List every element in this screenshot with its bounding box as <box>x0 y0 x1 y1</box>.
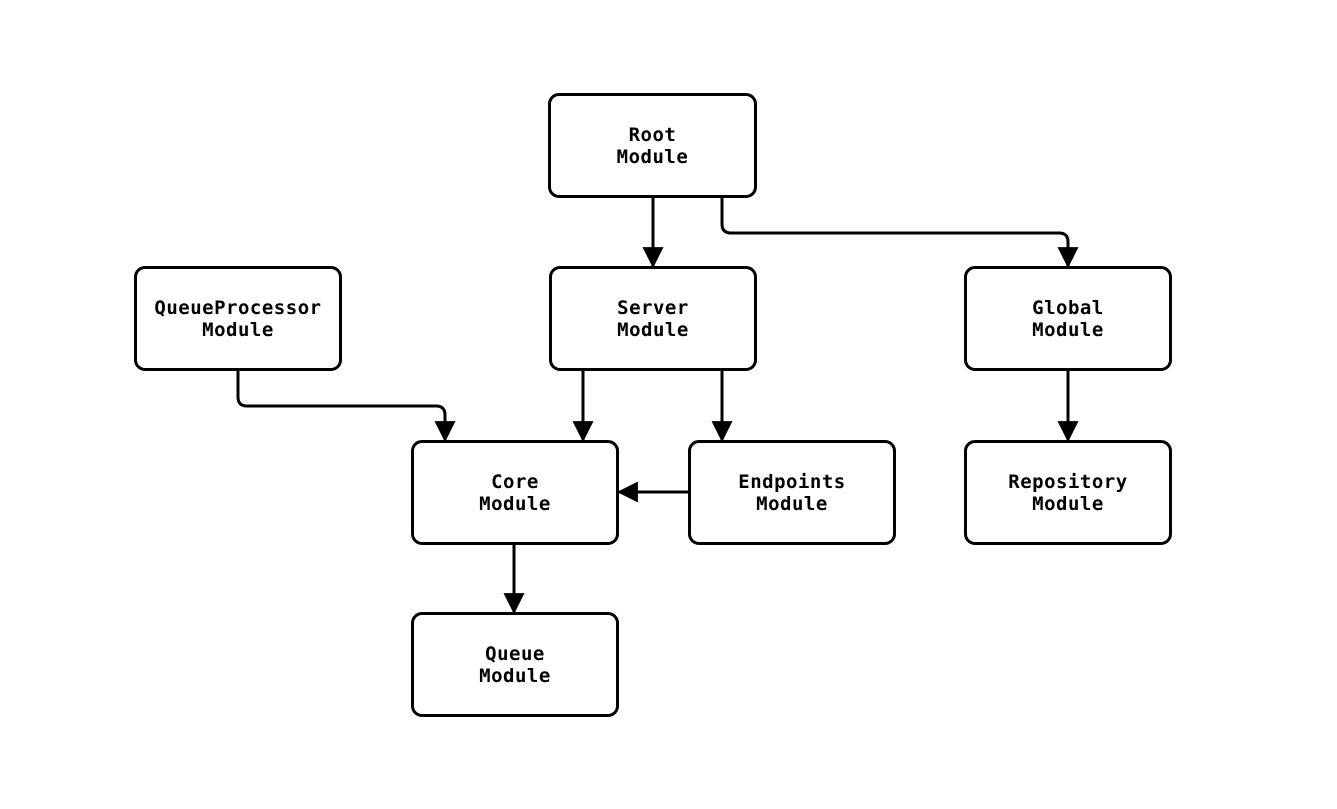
node-core-module: Core Module <box>411 440 619 545</box>
node-endpoints-module: Endpoints Module <box>688 440 896 545</box>
edge-queueprocessor-to-core <box>236 371 456 443</box>
node-root-module: Root Module <box>548 93 757 198</box>
node-queue-module: Queue Module <box>411 612 619 717</box>
node-server-module: Server Module <box>549 266 757 371</box>
edge-root-to-global <box>720 198 1079 269</box>
node-queueprocessor-module: QueueProcessor Module <box>134 266 342 371</box>
node-repository-module: Repository Module <box>964 440 1172 545</box>
node-global-module: Global Module <box>964 266 1172 371</box>
